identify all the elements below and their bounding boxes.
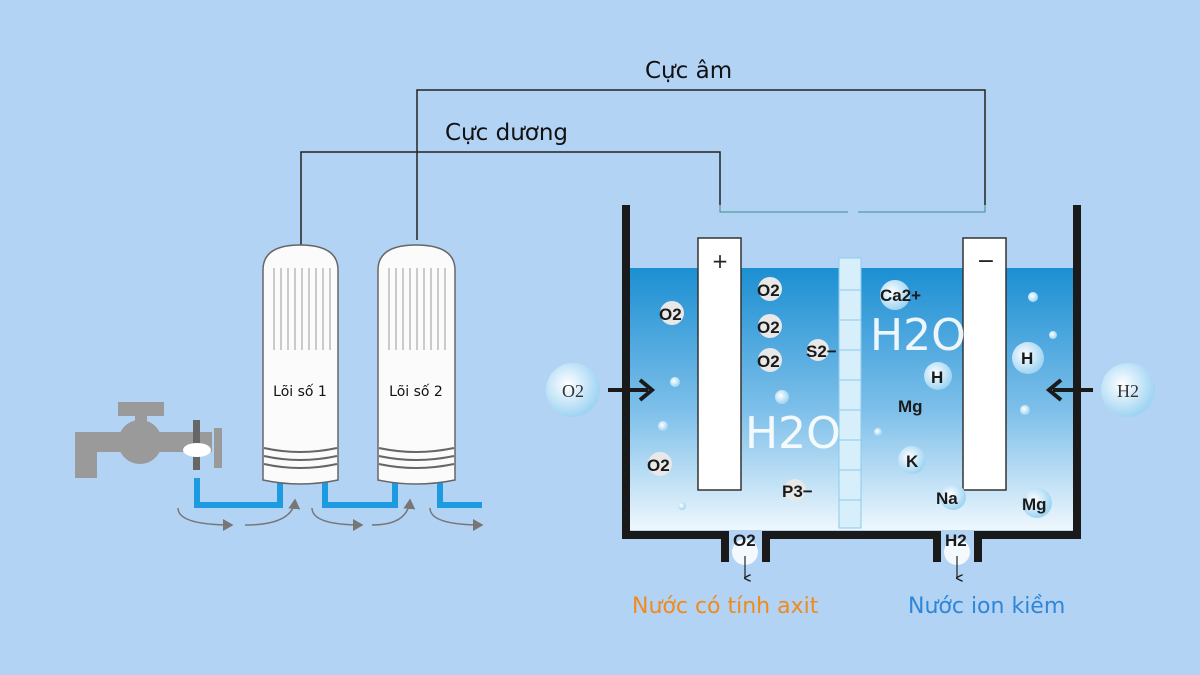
- h2o-label: H2O: [745, 408, 841, 459]
- ion-label: Na: [936, 489, 958, 508]
- ion-label: K: [906, 452, 919, 471]
- anode-electrode: [697, 237, 742, 491]
- ion-label: Mg: [898, 397, 923, 416]
- outlet-right-gas: H2: [945, 531, 967, 550]
- anode-sign: +: [712, 249, 729, 273]
- inlet-right-label: H2: [1117, 381, 1139, 401]
- faucet-icon: [75, 402, 222, 478]
- cathode-side-ions: Ca2+ H2O H H Mg K Na Mg: [870, 286, 1047, 514]
- ion-label: H: [931, 368, 943, 387]
- h2o-label: H2O: [870, 310, 966, 361]
- filter-1: Lõi số 1: [262, 244, 339, 485]
- ion-label: O2: [647, 456, 670, 475]
- arrow-left-icon: [1045, 378, 1063, 402]
- alkaline-water-label: Nước ion kiềm: [908, 594, 1065, 619]
- inlet-left: O2: [546, 363, 656, 417]
- filter-1-label: Lõi số 1: [273, 383, 327, 400]
- arrow-right-icon: [638, 378, 656, 402]
- filter-2: Lõi số 2: [377, 244, 456, 485]
- outlet-left-gas: O2: [733, 531, 756, 550]
- outlets: O2 H2 Nước có tính axit Nước ion kiềm: [632, 531, 1065, 619]
- flow-arrows: [177, 498, 484, 531]
- ion-label: Ca2+: [880, 286, 921, 305]
- cathode-sign: −: [977, 249, 995, 274]
- anode-side-ions: O2 O2 O2 O2 O2 S2− P3− H2O: [647, 281, 841, 501]
- anode-label: Cực dương: [445, 120, 568, 146]
- wires: Cực âm Cực dương: [300, 58, 986, 245]
- membrane: [838, 257, 862, 529]
- ion-label: Mg: [1022, 495, 1047, 514]
- cathode-electrode: [962, 237, 1007, 491]
- ion-label: H: [1021, 349, 1033, 368]
- ion-label: O2: [659, 305, 682, 324]
- anode-wire: [300, 151, 721, 245]
- filter-2-label: Lõi số 2: [389, 383, 443, 400]
- bubbles: [648, 277, 1057, 518]
- ion-label: S2−: [806, 342, 837, 361]
- cathode-label: Cực âm: [645, 58, 732, 84]
- ion-label: O2: [757, 281, 780, 300]
- pipes: [194, 478, 482, 508]
- acid-water-label: Nước có tính axit: [632, 594, 819, 619]
- ion-label: O2: [757, 318, 780, 337]
- cathode-wire: [416, 89, 986, 240]
- ion-label: P3−: [782, 482, 813, 501]
- inlet-right: H2: [1045, 363, 1155, 417]
- electrolysis-tank: + −: [622, 205, 1081, 562]
- ion-label: O2: [757, 352, 780, 371]
- inlet-left-label: O2: [562, 381, 584, 401]
